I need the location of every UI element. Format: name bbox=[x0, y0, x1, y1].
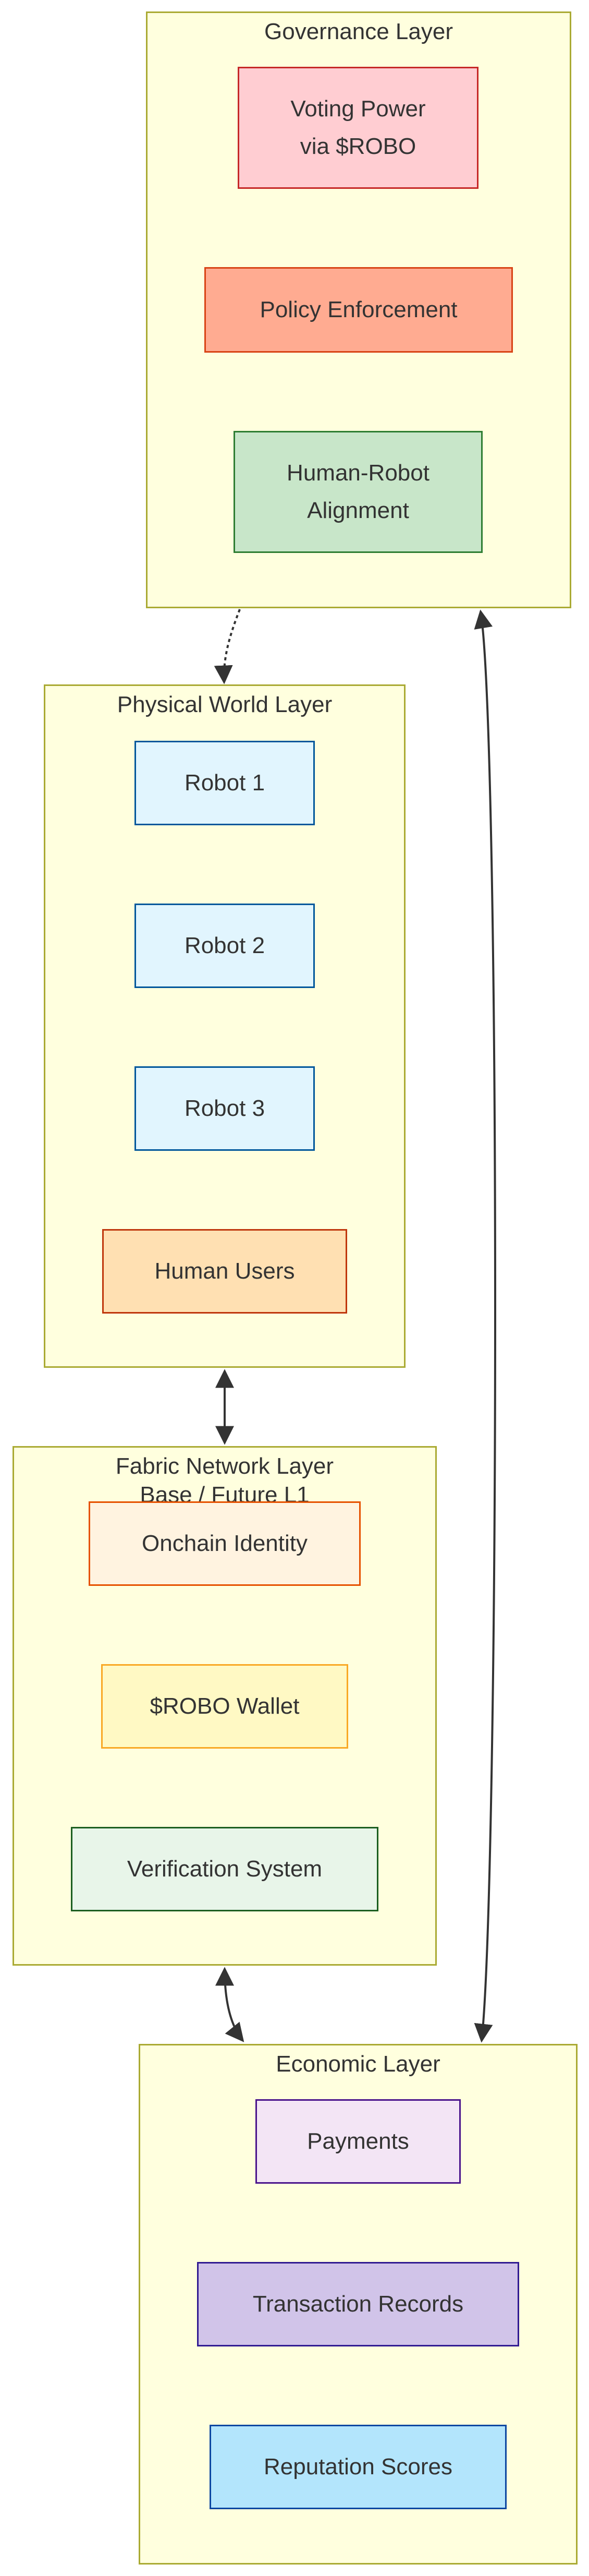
payments-node[interactable]: Payments bbox=[255, 2099, 461, 2184]
robo-wallet-node[interactable]: $ROBO Wallet bbox=[101, 1664, 348, 1749]
robot-1-label: Robot 1 bbox=[184, 770, 265, 796]
policy-enforcement-node[interactable]: Policy Enforcement bbox=[204, 267, 513, 353]
transaction-records-node[interactable]: Transaction Records bbox=[197, 2262, 519, 2346]
robot-3-label: Robot 3 bbox=[184, 1096, 265, 1121]
robot-1-node[interactable]: Robot 1 bbox=[134, 741, 315, 825]
fabric-network-layer-title: Fabric Network Layer bbox=[115, 1453, 334, 1479]
transaction-records-label: Transaction Records bbox=[252, 2291, 464, 2317]
edge-fabric-economic bbox=[215, 1967, 244, 2042]
verification-system-label: Verification System bbox=[127, 1856, 323, 1882]
onchain-identity-label: Onchain Identity bbox=[142, 1531, 308, 1556]
robot-3-node[interactable]: Robot 3 bbox=[134, 1066, 315, 1151]
edge-governance-to-physical bbox=[214, 609, 241, 684]
human-robot-alignment-node[interactable]: Human-Robot Alignment bbox=[234, 431, 483, 553]
human-users-label: Human Users bbox=[154, 1258, 295, 1284]
voting-power-label: Voting Power via $ROBO bbox=[290, 96, 426, 159]
robot-2-node[interactable]: Robot 2 bbox=[134, 904, 315, 988]
physical-world-layer-title: Physical World Layer bbox=[117, 692, 333, 717]
human-users-node[interactable]: Human Users bbox=[102, 1229, 347, 1314]
onchain-identity-node[interactable]: Onchain Identity bbox=[89, 1501, 361, 1586]
voting-power-node[interactable]: Voting Power via $ROBO bbox=[238, 67, 478, 189]
economic-layer-title: Economic Layer bbox=[276, 2051, 440, 2077]
edge-governance-economic bbox=[474, 609, 496, 2043]
verification-system-node[interactable]: Verification System bbox=[71, 1827, 378, 1911]
governance-layer-title: Governance Layer bbox=[264, 19, 453, 44]
reputation-scores-node[interactable]: Reputation Scores bbox=[210, 2425, 507, 2509]
robo-wallet-label: $ROBO Wallet bbox=[150, 1693, 300, 1719]
human-robot-alignment-label: Human-Robot Alignment bbox=[287, 460, 430, 523]
payments-label: Payments bbox=[307, 2128, 409, 2154]
reputation-scores-label: Reputation Scores bbox=[264, 2454, 452, 2479]
robot-2-label: Robot 2 bbox=[184, 933, 265, 958]
policy-enforcement-label: Policy Enforcement bbox=[260, 297, 458, 322]
